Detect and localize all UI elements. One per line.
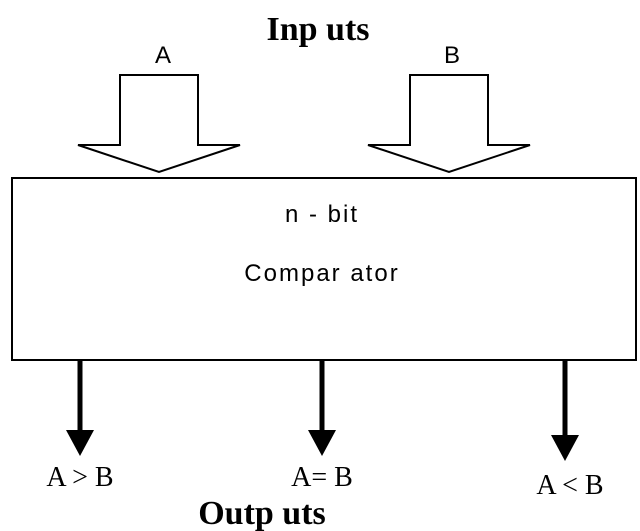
box-label-nbit: n - bit (285, 201, 359, 228)
output-arrow-lt (551, 360, 579, 461)
box-label-comparator: Compar ator (244, 260, 399, 287)
output-label-lt: A < B (536, 470, 603, 501)
output-label-gt: A > B (46, 462, 113, 493)
outputs-title: Outp uts (198, 495, 326, 531)
comparator-box (11, 177, 637, 361)
input-arrow-a (77, 74, 241, 174)
inputs-title: Inp uts (266, 11, 369, 48)
output-label-eq: A= B (291, 462, 353, 493)
output-arrow-eq (308, 360, 336, 456)
input-label-a: A (155, 42, 171, 69)
input-arrow-b (367, 74, 531, 174)
input-label-b: B (444, 42, 460, 69)
output-arrow-gt (66, 360, 94, 456)
